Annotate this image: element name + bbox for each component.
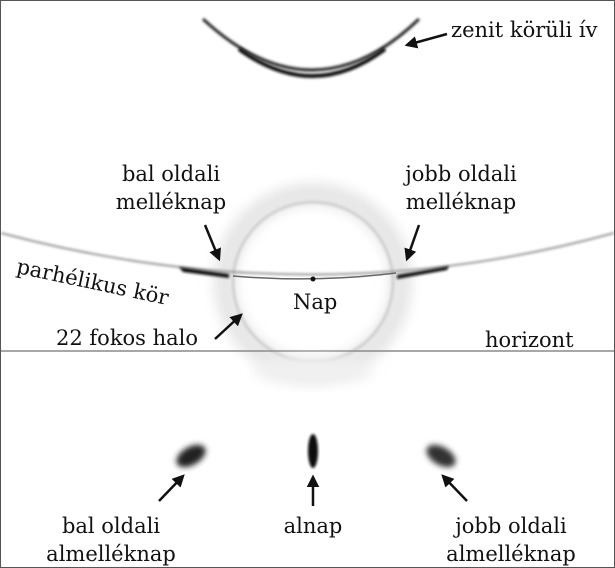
halo-arrow	[214, 313, 243, 340]
horizon-label: horizont	[485, 328, 574, 352]
zenith-arc-core	[237, 47, 387, 78]
right-subparhelion-label-line1: jobb oldali	[455, 514, 567, 538]
left-subparhelion-label-line1: bal oldali	[61, 514, 161, 538]
zenith-arc-arrow	[404, 32, 448, 49]
zenith-arc-label: zenit körüli ív	[451, 18, 598, 42]
subsun	[308, 434, 318, 468]
right-parhelion-arrow	[404, 224, 421, 262]
left-parhelion-arrow	[203, 224, 221, 262]
sun-label: Nap	[293, 290, 338, 314]
sun-dot	[310, 276, 316, 282]
parhelic-circle	[1, 232, 614, 276]
right-subparhelion-arrow	[441, 474, 468, 502]
halo-22-label: 22 fokos halo	[56, 326, 199, 350]
left-parhelion-label-line2: melléknap	[115, 190, 227, 214]
right-parhelion	[397, 266, 449, 279]
left-subparhelion-arrow	[158, 474, 185, 502]
left-subparhelion-label-line2: almelléknap	[46, 542, 176, 566]
right-parhelion-label-line2: melléknap	[405, 190, 517, 214]
zenith-arc	[201, 17, 421, 72]
left-parhelion	[179, 267, 229, 278]
horizon-glow	[253, 357, 373, 385]
halo-22-ring	[231, 200, 395, 364]
halo-glow	[214, 183, 412, 381]
left-parhelion-label-line1: bal oldali	[121, 162, 221, 186]
right-parhelion-label-line1: jobb oldali	[405, 162, 517, 186]
left-subparhelion	[176, 444, 206, 468]
right-subparhelion	[426, 444, 456, 468]
subsun-label: alnap	[283, 514, 343, 538]
right-subparhelion-label-line2: almelléknap	[446, 542, 576, 566]
